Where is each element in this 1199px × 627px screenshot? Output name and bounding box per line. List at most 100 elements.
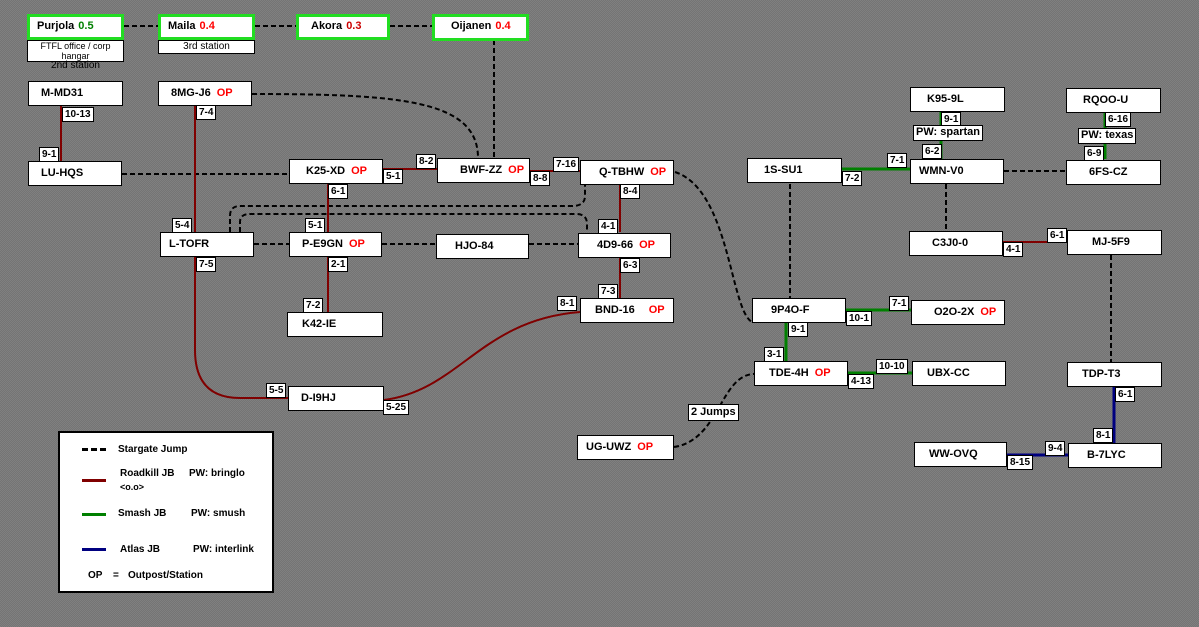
bridge-label: 3-1 [764, 347, 785, 362]
system-d-i9hj[interactable]: D-I9HJ [288, 386, 384, 411]
op-marker: OP [637, 441, 654, 453]
bridge-label: 7-2 [842, 171, 863, 186]
op-marker: OP [216, 87, 233, 99]
bridge-label: 6-1 [1115, 387, 1136, 402]
system-1s-su1[interactable]: 1S-SU1 [747, 158, 842, 183]
system-name: Oijanen [451, 20, 492, 32]
security-status: 0.4 [199, 20, 215, 32]
system-ubx-cc[interactable]: UBX-CC [912, 361, 1006, 386]
legend-text: <o.o> [120, 482, 145, 492]
system-name: 6FS-CZ [1089, 166, 1128, 178]
system-ww-ovq[interactable]: WW-OVQ [914, 442, 1007, 467]
system-rqoo-u[interactable]: RQOO-U [1066, 88, 1161, 113]
system-name: TDP-T3 [1082, 368, 1121, 380]
system-lu-hqs[interactable]: LU-HQS [28, 161, 122, 186]
system-name: LU-HQS [41, 167, 84, 179]
op-marker: OP [650, 166, 667, 178]
system-k25-xd[interactable]: K25-XD OP [289, 159, 383, 184]
system-name: K25-XD [306, 165, 346, 177]
system-name: M-MD31 [41, 87, 84, 99]
system-name: TDE-4H [769, 367, 809, 379]
system-name: 4D9-66 [597, 239, 634, 251]
system-4d9-66[interactable]: 4D9-66 OP [578, 233, 671, 258]
legend-text: Outpost/Station [128, 570, 203, 581]
bridge-label: 4-1 [598, 219, 619, 234]
bridge-label: 10-1 [846, 311, 873, 326]
system-name: D-I9HJ [301, 392, 336, 404]
system-k42-ie[interactable]: K42-IE [287, 312, 383, 337]
bridge-label: 7-1 [889, 296, 910, 311]
legend-text: Atlas JB [120, 544, 161, 555]
security-status: 0.5 [78, 20, 94, 32]
bridge-label: 6-2 [922, 144, 943, 159]
system-9p4o-f[interactable]: 9P4O-F [752, 298, 846, 323]
bridge-label: 6-9 [1084, 146, 1105, 161]
bridge-label: 2-1 [328, 257, 349, 272]
note-line: FTFL office / corp hangar [40, 41, 111, 61]
bridge-label: 7-4 [196, 105, 217, 120]
system-name: UBX-CC [927, 367, 970, 379]
system-name: BND-16 [595, 304, 635, 316]
system-tdp-t3[interactable]: TDP-T3 [1067, 362, 1162, 387]
op-marker: OP [508, 164, 525, 176]
legend-password: PW: interlink [193, 544, 254, 555]
op-marker: OP [348, 238, 365, 250]
bridge-label: 7-16 [553, 157, 580, 172]
system-hjo-84[interactable]: HJO-84 [436, 234, 529, 259]
system-wmn-v0[interactable]: WMN-V0 [910, 159, 1004, 184]
bridge-label: 6-1 [1047, 228, 1068, 243]
bridge-label: 8-1 [1093, 428, 1114, 443]
op-marker: OP [814, 367, 831, 379]
system-l-tofr[interactable]: L-TOFR [160, 232, 254, 257]
legend-text: Roadkill JB [120, 468, 175, 479]
bridge-label: 9-4 [1045, 441, 1066, 456]
jumps-label: 2 Jumps [688, 404, 739, 421]
system-name: 9P4O-F [771, 304, 810, 316]
legend-text: Stargate Jump [118, 444, 188, 455]
system-k95-9l[interactable]: K95-9L [910, 87, 1005, 112]
system-name: B-7LYC [1087, 449, 1126, 461]
system-tde-4h[interactable]: TDE-4H OP [754, 361, 848, 386]
bridge-label: 5-1 [383, 169, 404, 184]
system-m-md31[interactable]: M-MD31 [28, 81, 123, 106]
stargate-swatch [82, 448, 106, 451]
system-c3j0-0[interactable]: C3J0-0 [909, 231, 1003, 256]
bridge-label: 4-13 [848, 374, 875, 389]
op-marker: OP [648, 304, 665, 316]
bridge-label: 9-1 [39, 147, 60, 162]
system-name: Q-TBHW [599, 166, 645, 178]
bridge-label: 6-1 [328, 184, 349, 199]
system-bnd-16[interactable]: BND-16 OP [580, 298, 674, 323]
roadkill-swatch [82, 479, 106, 482]
system-name: Maila [168, 20, 196, 32]
system-name: K95-9L [927, 93, 964, 105]
bridge-label: 8-15 [1007, 455, 1034, 470]
op-marker: OP [639, 239, 655, 251]
bridge-label: 10-13 [62, 107, 94, 122]
system-name: C3J0-0 [932, 237, 969, 249]
bridge-label: 8-8 [530, 171, 551, 186]
system-q-tbhw[interactable]: Q-TBHW OP [580, 160, 674, 185]
bridge-label: 5-4 [172, 218, 193, 233]
system-mj-5f9[interactable]: MJ-5F9 [1067, 230, 1162, 255]
purjola-note: FTFL office / corp hangar 2nd station [27, 40, 124, 71]
system-6fs-cz[interactable]: 6FS-CZ [1066, 160, 1161, 185]
op-marker: OP [351, 165, 368, 177]
maila-note: 3rd station [158, 40, 255, 54]
system-b-7lyc[interactable]: B-7LYC [1068, 443, 1162, 468]
legend-text: Smash JB [118, 508, 167, 519]
op-marker: OP [980, 306, 997, 318]
bridge-label: 6-16 [1105, 112, 1132, 127]
system-name: L-TOFR [169, 238, 210, 250]
stargate-8mgj6-bwfzz [251, 93, 479, 159]
bridge-label: 5-1 [305, 218, 326, 233]
